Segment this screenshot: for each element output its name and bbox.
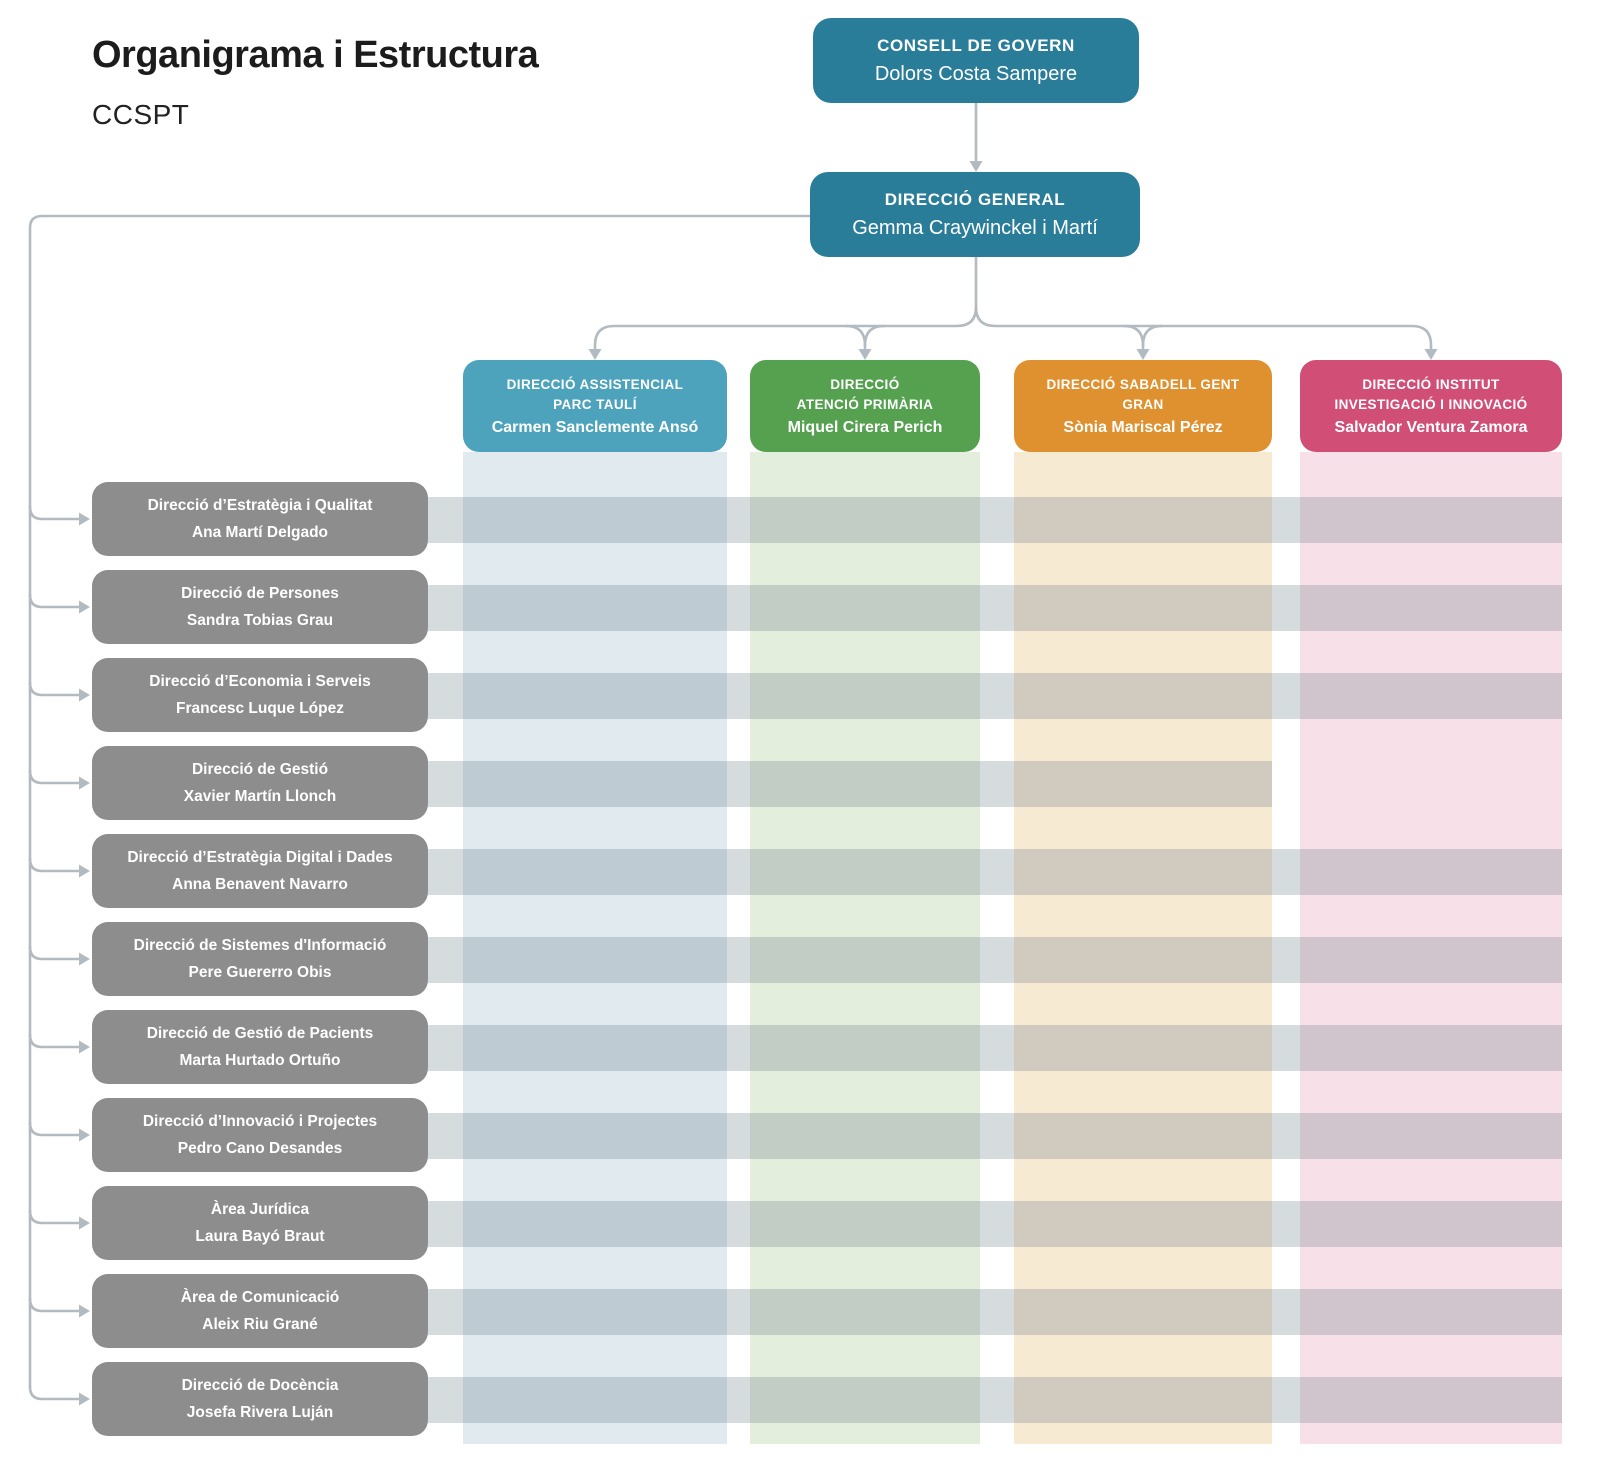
department-person-name: Xavier Martín Llonch <box>183 787 337 805</box>
department-node: Direcció de Persones Sandra Tobias Grau <box>92 570 428 644</box>
department-label: Àrea de Comunicació <box>180 1289 340 1306</box>
department-person-name: Ana Martí Delgado <box>191 523 329 541</box>
department-row-band <box>428 1377 1562 1423</box>
division-person-name: Miquel Cirera Perich <box>787 418 943 436</box>
node-direccio-general: DIRECCIÓ GENERAL Gemma Craywinckel i Mar… <box>810 172 1140 257</box>
division-node: DIRECCIÓ SABADELL GENT GRAN Sònia Marisc… <box>1014 360 1272 452</box>
department-node: Direcció d’Estratègia Digital i Dades An… <box>92 834 428 908</box>
department-node: Direcció de Docència Josefa Rivera Luján <box>92 1362 428 1436</box>
department-label: Direcció de Gestió <box>191 761 329 778</box>
division-person-name: Carmen Sanclemente Ansó <box>491 418 699 436</box>
node-consell-de-govern: CONSELL DE GOVERN Dolors Costa Sampere <box>813 18 1139 103</box>
division-label: DIRECCIÓ SABADELL GENT GRAN <box>1046 377 1240 412</box>
department-row-band <box>428 1201 1562 1247</box>
department-label: Direcció de Gestió de Pacients <box>146 1025 374 1042</box>
department-node: Direcció d’Economia i Serveis Francesc L… <box>92 658 428 732</box>
department-label: Direcció d’Economia i Serveis <box>149 673 371 690</box>
department-label: Direcció de Docència <box>181 1377 339 1394</box>
division-node: DIRECCIÓ ATENCIÓ PRIMÀRIA Miquel Cirera … <box>750 360 980 452</box>
division-label: DIRECCIÓ ATENCIÓ PRIMÀRIA <box>796 377 934 412</box>
department-label: Direcció d’Estratègia i Qualitat <box>147 497 373 514</box>
department-row-band <box>428 1025 1562 1071</box>
division-person-name: Sònia Mariscal Pérez <box>1063 418 1223 436</box>
department-node: Direcció de Gestió de Pacients Marta Hur… <box>92 1010 428 1084</box>
page-subtitle: CCSPT <box>92 99 190 130</box>
node-label: CONSELL DE GOVERN <box>877 35 1075 55</box>
department-row-band <box>428 761 1272 807</box>
department-node: Direcció d’Innovació i Projectes Pedro C… <box>92 1098 428 1172</box>
node-person-name: Gemma Craywinckel i Martí <box>852 216 1098 239</box>
department-person-name: Anna Benavent Navarro <box>172 875 348 893</box>
department-row-band <box>428 585 1562 631</box>
department-node: Direcció de Gestió Xavier Martín Llonch <box>92 746 428 820</box>
page-title: Organigrama i Estructura <box>92 34 539 76</box>
department-row-band <box>428 673 1562 719</box>
department-label: Direcció d’Innovació i Projectes <box>142 1113 378 1130</box>
department-row-band <box>428 497 1562 543</box>
department-person-name: Laura Bayó Braut <box>195 1227 325 1245</box>
department-person-name: Sandra Tobias Grau <box>186 611 334 629</box>
node-label: DIRECCIÓ GENERAL <box>884 189 1066 209</box>
department-node: Direcció d’Estratègia i Qualitat Ana Mar… <box>92 482 428 556</box>
department-node: Àrea de Comunicació Aleix Riu Grané <box>92 1274 428 1348</box>
division-column-tint <box>1014 452 1272 1444</box>
department-label: Direcció de Persones <box>181 585 339 602</box>
department-row-band <box>428 1289 1562 1335</box>
department-person-name: Aleix Riu Grané <box>202 1315 318 1333</box>
department-person-name: Josefa Rivera Luján <box>186 1403 334 1421</box>
division-node: DIRECCIÓ ASSISTENCIAL PARC TAULÍ Carmen … <box>463 360 727 452</box>
department-row-band <box>428 849 1562 895</box>
department-node: Àrea Jurídica Laura Bayó Braut <box>92 1186 428 1260</box>
department-label: Direcció d’Estratègia Digital i Dades <box>127 849 393 866</box>
department-person-name: Pedro Cano Desandes <box>177 1139 343 1157</box>
division-label: DIRECCIÓ INSTITUT INVESTIGACIÓ I INNOVAC… <box>1334 377 1528 412</box>
department-node: Direcció de Sistemes d'Informació Pere G… <box>92 922 428 996</box>
division-node: DIRECCIÓ INSTITUT INVESTIGACIÓ I INNOVAC… <box>1300 360 1562 452</box>
division-column-tint <box>1300 452 1562 1444</box>
department-person-name: Francesc Luque López <box>176 699 344 717</box>
department-person-name: Marta Hurtado Ortuño <box>179 1051 341 1069</box>
title-block: Organigrama i Estructura CCSPT <box>92 34 539 131</box>
department-label: Àrea Jurídica <box>210 1201 310 1218</box>
department-person-name: Pere Guererro Obis <box>188 963 332 981</box>
department-label: Direcció de Sistemes d'Informació <box>133 937 387 954</box>
division-label: DIRECCIÓ ASSISTENCIAL PARC TAULÍ <box>506 377 684 412</box>
node-person-name: Dolors Costa Sampere <box>874 62 1078 85</box>
division-person-name: Salvador Ventura Zamora <box>1334 418 1528 436</box>
department-row-band <box>428 937 1562 983</box>
department-row-band <box>428 1113 1562 1159</box>
